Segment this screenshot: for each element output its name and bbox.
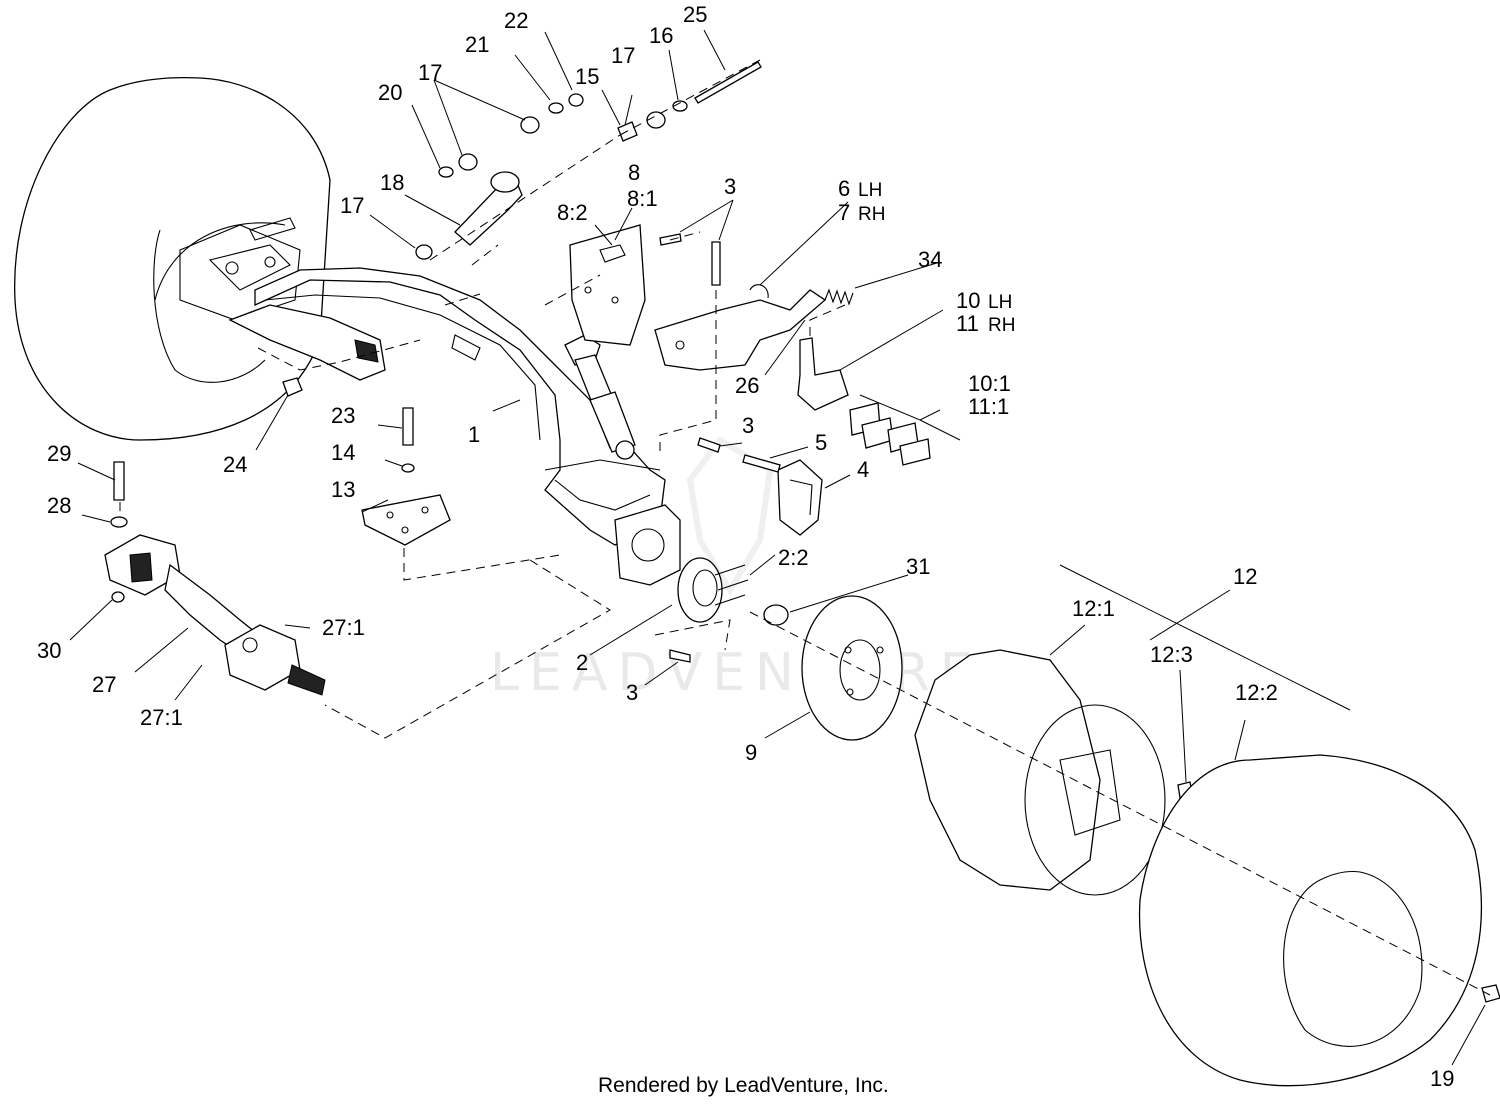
mount-bracket xyxy=(569,224,646,346)
assembly-lines xyxy=(119,59,1491,996)
plate-bolt xyxy=(401,407,415,473)
callout-28: 28 xyxy=(47,493,71,518)
brake-rotor xyxy=(801,595,903,741)
callout-31: 31 xyxy=(906,554,930,579)
callout-1: 1 xyxy=(468,422,480,447)
callout-27-1-lower: 27:1 xyxy=(140,705,183,730)
callout-19: 19 xyxy=(1430,1066,1454,1091)
callout-22: 22 xyxy=(504,8,528,33)
brake-pads xyxy=(849,402,931,466)
callout-5: 5 xyxy=(815,430,827,455)
callout-30: 30 xyxy=(37,638,61,663)
callout-23: 23 xyxy=(331,403,355,428)
nut-24 xyxy=(282,377,303,397)
callout-27: 27 xyxy=(92,672,116,697)
wheel-hub xyxy=(677,557,749,623)
callout-17-left: 17 xyxy=(418,60,442,85)
callout-18: 18 xyxy=(380,170,404,195)
callout-4: 4 xyxy=(857,457,869,482)
callout-34: 34 xyxy=(918,247,942,272)
spring xyxy=(824,288,854,306)
footer-credit: Rendered by LeadVenture, Inc. xyxy=(598,1074,889,1097)
right-tire xyxy=(1138,754,1483,1087)
callout-10-side: LH xyxy=(988,292,1012,313)
callout-7-side: RH xyxy=(858,204,885,225)
spindle-flange xyxy=(614,504,681,586)
callout-29: 29 xyxy=(47,441,71,466)
callout-12-2: 12:2 xyxy=(1235,680,1278,705)
left-tire-assembly xyxy=(14,76,331,441)
callout-27-1-upper: 27:1 xyxy=(322,615,365,640)
callout-12-3: 12:3 xyxy=(1150,642,1193,667)
callout-12: 12 xyxy=(1233,564,1257,589)
callout-3-middle: 3 xyxy=(742,413,754,438)
callout-9: 9 xyxy=(745,740,757,765)
shaft-bolt xyxy=(110,461,128,603)
callout-17-lower: 17 xyxy=(340,193,364,218)
callout-12-1: 12:1 xyxy=(1072,596,1115,621)
callout-11-1: 11:1 xyxy=(968,394,1009,419)
callout-24: 24 xyxy=(223,452,247,477)
steering-link xyxy=(454,171,523,246)
callout-26: 26 xyxy=(735,373,759,398)
lug-nut xyxy=(1481,984,1500,1003)
callout-14: 14 xyxy=(331,440,355,465)
callout-8-1: 8:1 xyxy=(627,186,658,211)
callout-16: 16 xyxy=(649,23,673,48)
callout-10: 10 xyxy=(956,288,980,313)
callout-2: 2 xyxy=(576,650,588,675)
callout-labels: 1 2 2:2 3 3 3 4 5 6 LH 7 RH 8 8:1 8:2 9 … xyxy=(37,2,1454,1091)
brake-lever xyxy=(797,337,849,411)
tie-rod-bushing-stack xyxy=(415,61,762,260)
callout-6-side: LH xyxy=(858,180,882,201)
callout-15: 15 xyxy=(575,64,599,89)
callout-17-right: 17 xyxy=(611,43,635,68)
mount-plate xyxy=(361,494,451,546)
callout-20: 20 xyxy=(378,80,402,105)
hub-nut xyxy=(763,604,789,626)
callout-7: 7 xyxy=(838,200,850,225)
callout-11: 11 xyxy=(956,311,979,336)
callout-3-lower: 3 xyxy=(626,680,638,705)
callout-21: 21 xyxy=(465,32,489,57)
right-wheel-rim xyxy=(914,649,1166,896)
callout-3-upper: 3 xyxy=(724,174,736,199)
shock-absorber xyxy=(564,334,636,460)
callout-2-2: 2:2 xyxy=(778,545,809,570)
callout-13: 13 xyxy=(331,477,355,502)
leader-lines xyxy=(69,29,1486,1066)
brake-caliper xyxy=(777,459,823,536)
lower-bolt xyxy=(669,649,691,663)
upper-bolts xyxy=(659,233,721,453)
callout-25: 25 xyxy=(683,2,707,27)
callout-11-side: RH xyxy=(988,315,1015,336)
callout-8: 8 xyxy=(628,160,640,185)
caliper-bolt xyxy=(742,454,781,473)
callout-8-2: 8:2 xyxy=(557,200,588,225)
lower-drive-shaft xyxy=(104,534,326,696)
callout-6: 6 xyxy=(838,176,850,201)
callout-10-1: 10:1 xyxy=(968,371,1011,396)
watermark-text: LEADVENTURE xyxy=(490,643,983,703)
brake-bracket xyxy=(654,284,827,371)
